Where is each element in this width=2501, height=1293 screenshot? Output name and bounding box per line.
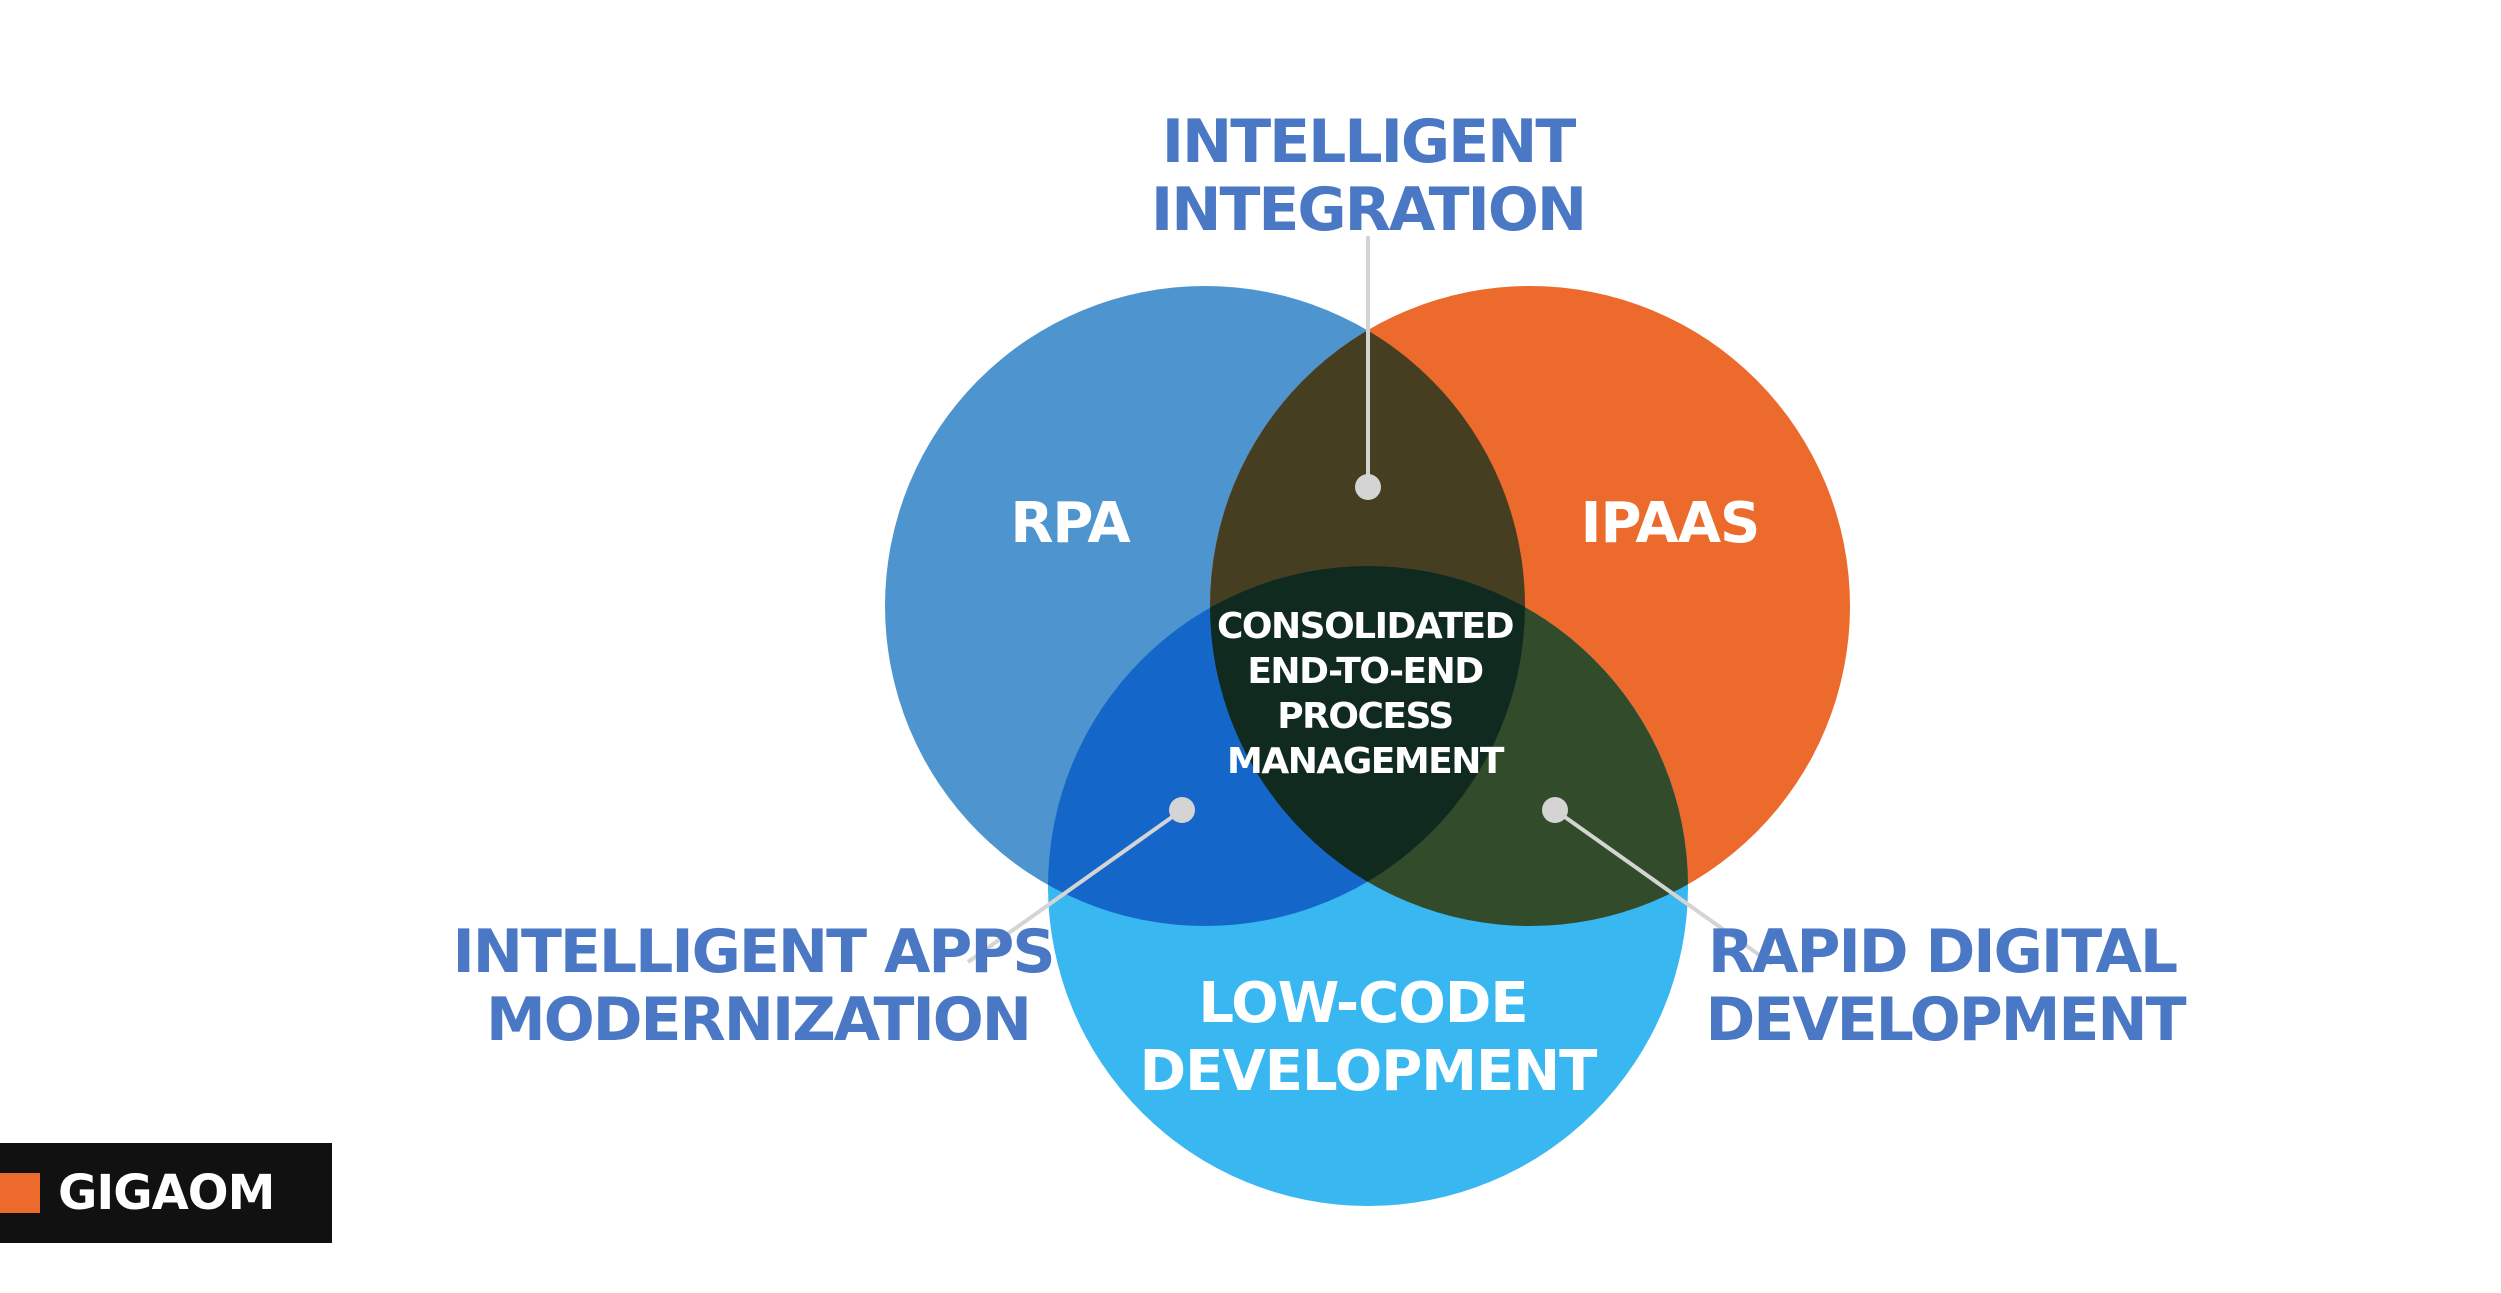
top-leader-dot (1355, 474, 1381, 500)
left-leader-line (966, 808, 1184, 964)
lowcode-label-line1: LOW-CODE (1198, 971, 1527, 1036)
lowcode-label-line2: DEVELOPMENT (1140, 1039, 1598, 1104)
center-line3: PROCESS (1277, 696, 1452, 737)
logo-text: GIGAOM (58, 1165, 275, 1221)
callout-left-line1: INTELLIGENT APPS (452, 917, 1053, 987)
callout-top-line2: INTEGRATION (1151, 175, 1585, 245)
logo-accent-square (0, 1173, 40, 1213)
right-leader-line (1553, 808, 1774, 966)
center-line2: END-TO-END (1247, 651, 1482, 692)
center-line4: MANAGEMENT (1227, 741, 1505, 782)
callout-left-line2: MODERNIZATION (486, 985, 1030, 1055)
callout-right-line1: RAPID DIGITAL (1708, 917, 2177, 987)
ipaas-label: IPAAS (1581, 491, 1760, 556)
callout-top-line1: INTELLIGENT (1162, 107, 1577, 177)
callout-right-line2: DEVELOPMENT (1705, 985, 2186, 1055)
gigaom-logo: GIGAOM (0, 1143, 332, 1243)
center-line1: CONSOLIDATED (1217, 606, 1513, 647)
rpa-label: RPA (1010, 491, 1131, 556)
left-leader-dot (1169, 797, 1195, 823)
right-leader-dot (1542, 797, 1568, 823)
